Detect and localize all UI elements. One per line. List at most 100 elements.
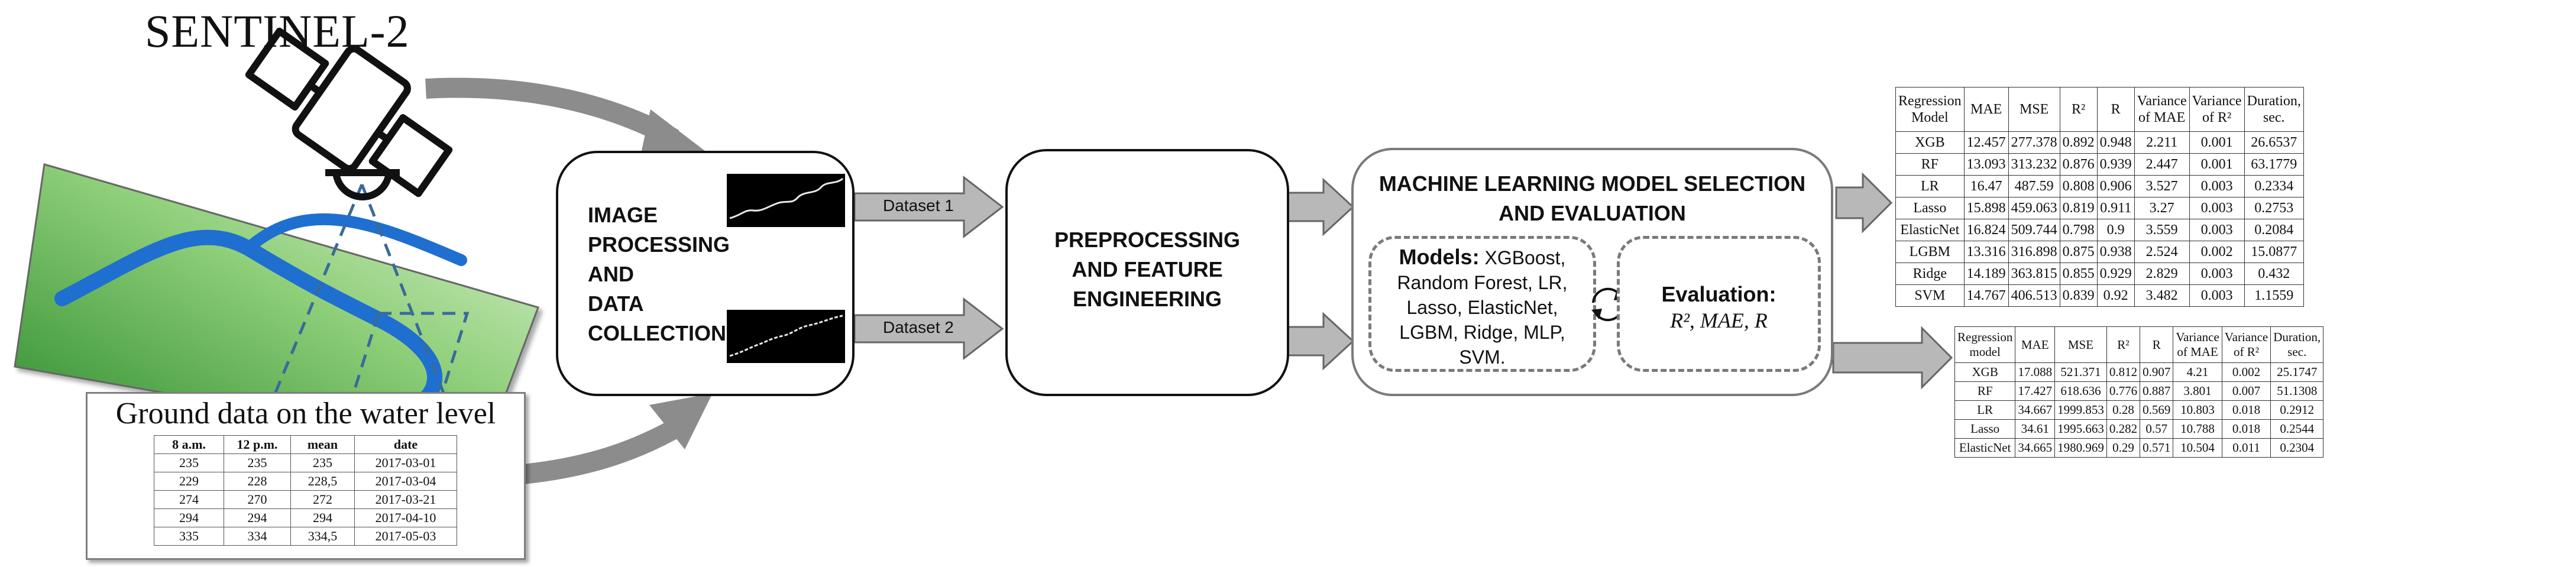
table-row: 274 270 272 2017-03-21 <box>154 490 457 509</box>
col-header: Regression model <box>1954 326 2016 363</box>
col-header: Variance of MAE <box>2173 326 2222 363</box>
model-name-cell: Lasso <box>1895 197 1965 219</box>
metric-cell: 0.812 <box>2106 362 2141 382</box>
metric-cell: 363.815 <box>2008 263 2060 285</box>
cell: 334 <box>224 527 291 546</box>
metric-cell: 0.2912 <box>2270 400 2324 420</box>
evaluation-metrics: R², MAE, R <box>1670 309 1768 332</box>
metric-cell: 0.011 <box>2221 438 2271 458</box>
metric-cell: 0.855 <box>2059 263 2098 285</box>
label-line: IMAGE <box>588 203 658 227</box>
metric-cell: 509.744 <box>2008 219 2060 241</box>
ground-col-header: 8 a.m. <box>154 435 224 454</box>
metric-cell: 15.0877 <box>2244 241 2304 263</box>
preprocessing-label: PREPROCESSING AND FEATURE ENGINEERING <box>1008 225 1287 314</box>
cell: 228 <box>224 472 291 491</box>
model-name-cell: Lasso <box>1954 419 2016 439</box>
metric-cell: 0.939 <box>2096 153 2135 176</box>
metric-cell: 1.1559 <box>2244 284 2304 307</box>
col-header: MSE <box>2054 326 2107 363</box>
col-header: Duration, sec. <box>2244 87 2304 132</box>
metric-cell: 0.798 <box>2059 219 2098 241</box>
metric-cell: 0.57 <box>2140 419 2174 439</box>
metric-cell: 0.776 <box>2106 381 2141 401</box>
metric-cell: 618.636 <box>2054 381 2107 401</box>
metric-cell: 0.2304 <box>2270 438 2324 458</box>
col-header: R <box>2096 87 2135 132</box>
metric-cell: 0.892 <box>2059 131 2098 154</box>
models-list: Models: XGBoost, Random Forest, LR, Lass… <box>1371 245 1593 370</box>
label-line: AND FEATURE <box>1072 257 1223 281</box>
metric-cell: 0.003 <box>2189 197 2245 219</box>
dataset-1-label: Dataset 1 <box>883 196 954 215</box>
dataset-arrow-1 <box>853 175 1004 239</box>
metric-cell: 459.063 <box>2008 197 2060 219</box>
metric-cell: 0.001 <box>2189 153 2245 176</box>
label-line: COLLECTION <box>588 321 726 345</box>
model-name-cell: ElasticNet <box>1895 219 1965 241</box>
metric-cell: 0.929 <box>2096 263 2135 285</box>
label-line: DATA <box>588 291 644 316</box>
image-processing-label: IMAGE PROCESSING AND DATA COLLECTION <box>588 200 730 348</box>
satellite-title: SENTINEL-2 <box>145 5 410 57</box>
metric-cell: 0.018 <box>2221 419 2271 439</box>
label-line: AND <box>588 262 634 286</box>
cell: 272 <box>290 490 355 509</box>
model-name-cell: LR <box>1895 175 1965 197</box>
metric-cell: 3.27 <box>2134 197 2190 219</box>
ml-title: MACHINE LEARNING MODEL SELECTION AND EVA… <box>1354 169 1831 228</box>
metric-cell: 2.829 <box>2134 263 2190 285</box>
cell: 270 <box>224 490 291 509</box>
models-label: Models: <box>1399 245 1480 269</box>
cell: 2017-03-01 <box>354 453 457 472</box>
metric-cell: 26.6537 <box>2244 131 2304 154</box>
col-header: Variance of MAE <box>2134 87 2190 132</box>
ground-col-header: mean <box>290 435 355 454</box>
satellite-icon <box>245 27 453 200</box>
metric-cell: 14.189 <box>1963 263 2009 285</box>
metric-cell: 3.559 <box>2134 219 2190 241</box>
ground-data-title: Ground data on the water level <box>115 397 496 430</box>
metric-cell: 2.524 <box>2134 241 2190 263</box>
cell: 294 <box>154 508 224 527</box>
metric-cell: 16.47 <box>1963 175 2009 197</box>
metric-cell: 10.803 <box>2173 400 2222 420</box>
results-header-row: Regression model MAE MSE R² R Variance o… <box>1954 326 2324 363</box>
dataset-arrow-2 <box>853 297 1004 361</box>
col-header: MAE <box>1963 87 2009 132</box>
table-row: 335 334 334,5 2017-05-03 <box>154 527 457 546</box>
results-header-row: Regression Model MAE MSE R² R Variance o… <box>1895 87 2304 132</box>
metric-cell: 0.007 <box>2221 381 2271 401</box>
models-item: LGBM, Ridge, MLP, <box>1399 322 1565 343</box>
metric-cell: 25.1747 <box>2270 362 2324 382</box>
metric-cell: 0.432 <box>2244 263 2304 285</box>
metric-cell: 0.808 <box>2059 175 2098 197</box>
results-table-1: Regression Model MAE MSE R² R Variance o… <box>1895 87 2304 307</box>
metric-cell: 13.093 <box>1963 153 2009 176</box>
metric-cell: 10.788 <box>2173 419 2222 439</box>
metric-cell: 313.232 <box>2008 153 2060 176</box>
metric-cell: 0.2753 <box>2244 197 2304 219</box>
model-name-cell: ElasticNet <box>1954 438 2016 458</box>
table-row: 235 235 235 2017-03-01 <box>154 453 457 472</box>
metric-cell: 63.1779 <box>2244 153 2304 176</box>
metric-cell: 0.003 <box>2189 263 2245 285</box>
metric-cell: 34.61 <box>2015 419 2056 439</box>
metric-cell: 0.018 <box>2221 400 2271 420</box>
model-name-cell: XGB <box>1954 362 2016 382</box>
metric-cell: 0.282 <box>2106 419 2141 439</box>
metric-cell: 316.898 <box>2008 241 2060 263</box>
metric-cell: 2.447 <box>2134 153 2190 176</box>
metric-cell: 0.92 <box>2096 284 2135 307</box>
cell: 229 <box>154 472 224 491</box>
cell: 235 <box>290 453 355 472</box>
